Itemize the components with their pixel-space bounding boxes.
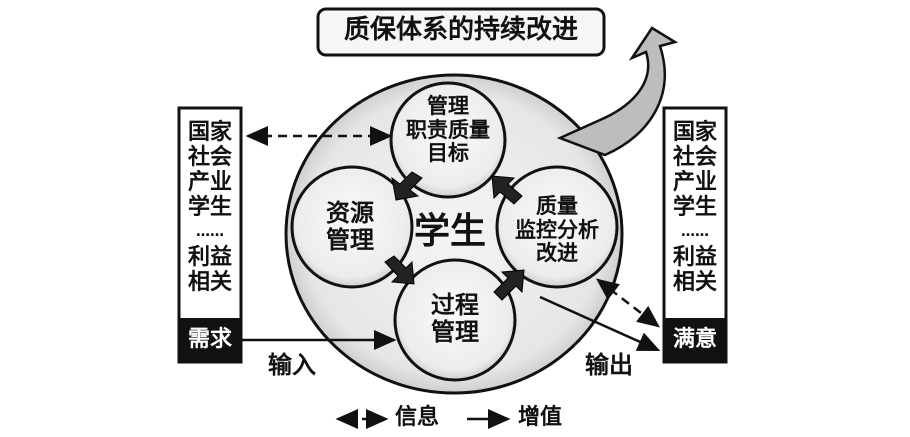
circle-bottom-line: 过程 — [431, 291, 479, 319]
left-box-line: 学生 — [187, 195, 232, 220]
right-box-line: 学生 — [672, 195, 717, 220]
demand-tag: 需求 — [179, 318, 241, 362]
left-box-text: 国家 社会 产业 学生 …… 利益 相关 — [179, 120, 241, 295]
cycle-arrow-left-bottom — [384, 255, 415, 285]
diagram-title: 质保体系的持续改进 — [343, 15, 578, 45]
legend-value-label: 增值 — [518, 405, 563, 430]
circle-right — [495, 165, 619, 289]
left-box-line: 相关 — [187, 270, 232, 295]
circle-left-line: 管理 — [326, 225, 374, 254]
output-label: 输出 — [585, 351, 633, 379]
center-label: 学生 — [413, 211, 486, 252]
circle-top-line: 管理 — [427, 94, 469, 118]
circle-top-line: 职责质量 — [406, 117, 490, 142]
info-arrow-right — [596, 278, 660, 328]
right-box-line: 产业 — [672, 170, 717, 195]
circle-top-label: 管理 职责质量 目标 — [391, 94, 505, 166]
circle-left-line: 资源 — [326, 199, 374, 227]
left-box-line: 利益 — [187, 245, 232, 270]
cycle-arrow-top-left — [391, 171, 423, 201]
circle-left-label: 资源 管理 — [300, 200, 400, 254]
right-box-line: 国家 — [672, 120, 717, 145]
circle-right-label: 质量 监控分析 改进 — [500, 194, 614, 266]
cycle-arrow-right-top — [491, 175, 523, 205]
output-arrow — [539, 295, 661, 352]
left-box-line: 社会 — [187, 145, 232, 170]
left-box-line: …… — [196, 224, 224, 240]
right-box-line: 利益 — [672, 245, 717, 270]
cycle-arrow-bottom-right — [493, 269, 525, 301]
right-box-line: 相关 — [672, 270, 717, 295]
right-box-text: 国家 社会 产业 学生 …… 利益 相关 — [664, 120, 726, 295]
left-box-line: 国家 — [187, 120, 232, 145]
satisfaction-tag: 满意 — [664, 318, 726, 362]
circle-bottom-line: 管理 — [431, 317, 479, 346]
circle-top-line: 目标 — [427, 141, 469, 166]
right-box-line: 社会 — [672, 145, 717, 170]
left-box-line: 产业 — [187, 170, 232, 195]
circle-bottom — [393, 258, 517, 382]
outer-circle — [284, 73, 624, 395]
circle-right-line: 质量 — [536, 194, 578, 218]
legend-info-label: 信息 — [395, 405, 440, 430]
title-box — [316, 7, 606, 57]
improvement-arrow — [556, 26, 679, 157]
circle-bottom-label: 过程 管理 — [405, 292, 505, 346]
circle-left — [290, 165, 414, 289]
circle-right-line: 监控分析 — [515, 217, 599, 242]
right-box-line: …… — [681, 224, 709, 240]
input-label: 输入 — [268, 351, 316, 379]
circle-right-line: 改进 — [536, 241, 578, 266]
